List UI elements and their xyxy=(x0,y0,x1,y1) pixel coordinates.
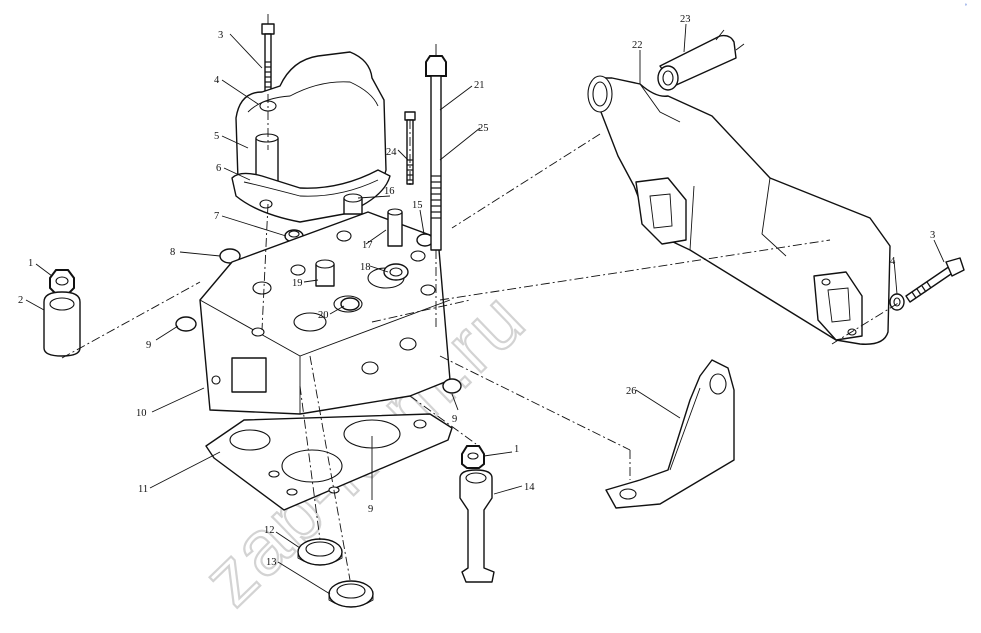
head-bolt-21 xyxy=(425,44,447,251)
callout-22: 22 xyxy=(632,40,643,51)
plug-8 xyxy=(219,248,241,264)
callout-10: 10 xyxy=(136,408,147,419)
elbow-pipe-23 xyxy=(657,29,745,91)
assembly-center-lines xyxy=(61,94,901,581)
callout-14: 14 xyxy=(524,482,535,493)
corner-mark: ° xyxy=(964,4,967,10)
callout-24: 24 xyxy=(386,147,397,158)
callout-3-top: 3 xyxy=(218,30,223,41)
nut-left xyxy=(49,269,75,295)
callout-1-left: 1 xyxy=(28,258,33,269)
callout-4-right: 4 xyxy=(890,256,896,267)
stud-14 xyxy=(459,469,495,583)
callout-19: 19 xyxy=(292,278,303,289)
injector-17 xyxy=(387,208,403,247)
callout-6: 6 xyxy=(216,163,221,174)
bracket-26 xyxy=(605,359,735,509)
callout-13: 13 xyxy=(266,557,277,568)
exhaust-manifold xyxy=(587,75,891,345)
sleeve-19 xyxy=(315,259,335,287)
callout-21: 21 xyxy=(474,80,485,91)
callout-9-center: 9 xyxy=(368,504,373,515)
callout-labels: 3 4 5 6 7 8 1 2 9 10 11 12 13 9 9 1 14 1… xyxy=(18,14,935,568)
callout-2: 2 xyxy=(18,295,23,306)
plug-9-left xyxy=(175,316,197,332)
callout-15: 15 xyxy=(412,200,423,211)
leader-lines xyxy=(25,23,945,595)
valve-cover-bolt xyxy=(261,14,275,95)
manifold-washer xyxy=(889,293,905,311)
callout-5: 5 xyxy=(214,131,219,142)
callout-11: 11 xyxy=(138,484,148,495)
callout-16: 16 xyxy=(384,186,395,197)
callout-12: 12 xyxy=(264,525,275,536)
callout-4-top: 4 xyxy=(214,75,220,86)
seal-ring-12 xyxy=(297,538,343,566)
callout-23: 23 xyxy=(680,14,691,25)
manifold-bolt xyxy=(905,257,965,303)
seal-ring-13 xyxy=(328,580,374,608)
callout-3-right: 3 xyxy=(930,230,935,241)
callout-26: 26 xyxy=(626,386,637,397)
callout-18: 18 xyxy=(360,262,371,273)
callout-17: 17 xyxy=(362,240,373,251)
callout-9-right: 9 xyxy=(452,414,457,425)
callout-20: 20 xyxy=(318,310,329,321)
plug-9-right xyxy=(442,378,462,394)
callout-7: 7 xyxy=(214,211,219,222)
washer-20 xyxy=(340,297,360,311)
sleeve-16 xyxy=(343,193,363,215)
sleeve-left xyxy=(43,291,81,357)
callout-8: 8 xyxy=(170,247,175,258)
nut-right xyxy=(461,445,485,469)
seal-ring-18 xyxy=(383,263,409,281)
callout-1-right: 1 xyxy=(514,444,519,455)
callout-25: 25 xyxy=(478,123,489,134)
callout-9-left: 9 xyxy=(146,340,151,351)
